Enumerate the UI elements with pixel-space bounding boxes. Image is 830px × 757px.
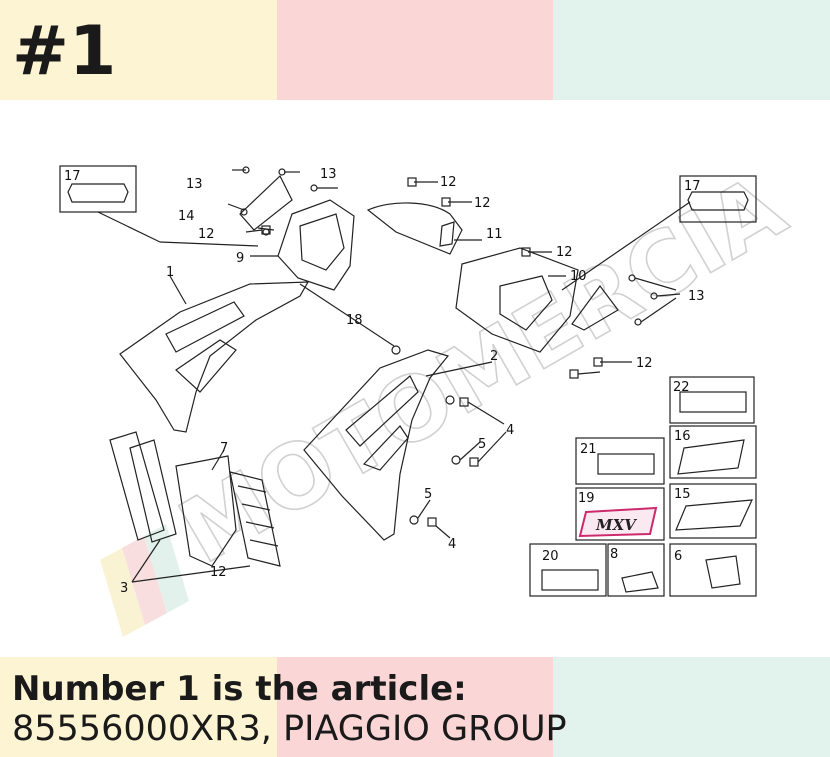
callout-label: 19: [578, 491, 595, 506]
band-pink: [276, 0, 554, 100]
sticker-16: [669, 425, 757, 479]
band-yellow: [0, 657, 277, 757]
mxv-logo-sticker: MXV: [578, 506, 658, 538]
callout-label: 12: [556, 245, 573, 260]
sticker-21: [575, 437, 665, 485]
callout-label: 5: [478, 437, 486, 452]
callout-label: 4: [506, 423, 514, 438]
watermark: MOTOMERCIA: [162, 154, 802, 584]
callout-label: 15: [674, 487, 691, 502]
callout-label: 12: [440, 175, 457, 190]
callout-label: 13: [186, 177, 203, 192]
footer-color-band: [0, 657, 830, 757]
band-pink: [276, 657, 554, 757]
sticker-20: [529, 543, 607, 597]
part-3-louver-b: [229, 471, 281, 567]
callout-label: 17: [684, 179, 701, 194]
callout-label: 1: [166, 265, 174, 280]
part-9-cover: [277, 199, 355, 291]
callout-label: 5: [424, 487, 432, 502]
callout-label: 11: [486, 227, 503, 242]
watermark-text: MOTOMERCIA: [163, 155, 802, 583]
item-number-badge: #1: [12, 12, 117, 91]
callout-label: 12: [474, 196, 491, 211]
exploded-parts-diagram: MOTOMERCIA: [59, 154, 802, 637]
callout-label: 13: [320, 167, 337, 182]
caption-article-code: 85556000XR3, PIAGGIO GROUP: [12, 709, 567, 749]
part-3-louver-a: [109, 431, 165, 541]
callout-label: 2: [490, 349, 498, 364]
callout-label: 21: [580, 442, 597, 457]
sticker-15: [669, 483, 757, 539]
callout-label: 13: [688, 289, 705, 304]
callout-label: 14: [178, 209, 195, 224]
part-1-side-panel: [119, 281, 310, 433]
bracket-triangle-right: [571, 284, 619, 331]
sticker-22: [669, 376, 755, 424]
callout-label: 10: [570, 269, 587, 284]
callout-label: 4: [448, 537, 456, 552]
callout-label: 3: [120, 581, 128, 596]
callout-label: 9: [236, 251, 244, 266]
callout-label: 17: [64, 169, 81, 184]
header-color-band: [0, 0, 830, 100]
callout-label: 12: [210, 565, 227, 580]
band-yellow: [0, 0, 277, 100]
callout-label: 6: [674, 549, 682, 564]
callout-label: 12: [636, 356, 653, 371]
callout-label: 22: [673, 380, 690, 395]
callout-label: 18: [346, 313, 363, 328]
clip-8-box: [607, 543, 665, 597]
callout-label: 7: [220, 441, 228, 456]
band-mint: [553, 0, 830, 100]
part-11-piece: [366, 202, 463, 255]
part-2-side-panel: [303, 349, 450, 541]
caption-title: Number 1 is the article:: [12, 669, 467, 709]
callout-label: 16: [674, 429, 691, 444]
part-10-cover: [455, 247, 579, 353]
sticker-17-right: [679, 175, 757, 223]
callout-label: 8: [610, 547, 618, 562]
mxv-logo-text: MXV: [595, 516, 637, 534]
sticker-17-left-shape: [67, 183, 129, 203]
callout-label: 12: [198, 227, 215, 242]
clip-6-box: [669, 543, 757, 597]
band-mint: [553, 657, 830, 757]
bracket-triangle: [239, 175, 293, 231]
sticker-19: [575, 487, 665, 541]
callout-label: 20: [542, 549, 559, 564]
